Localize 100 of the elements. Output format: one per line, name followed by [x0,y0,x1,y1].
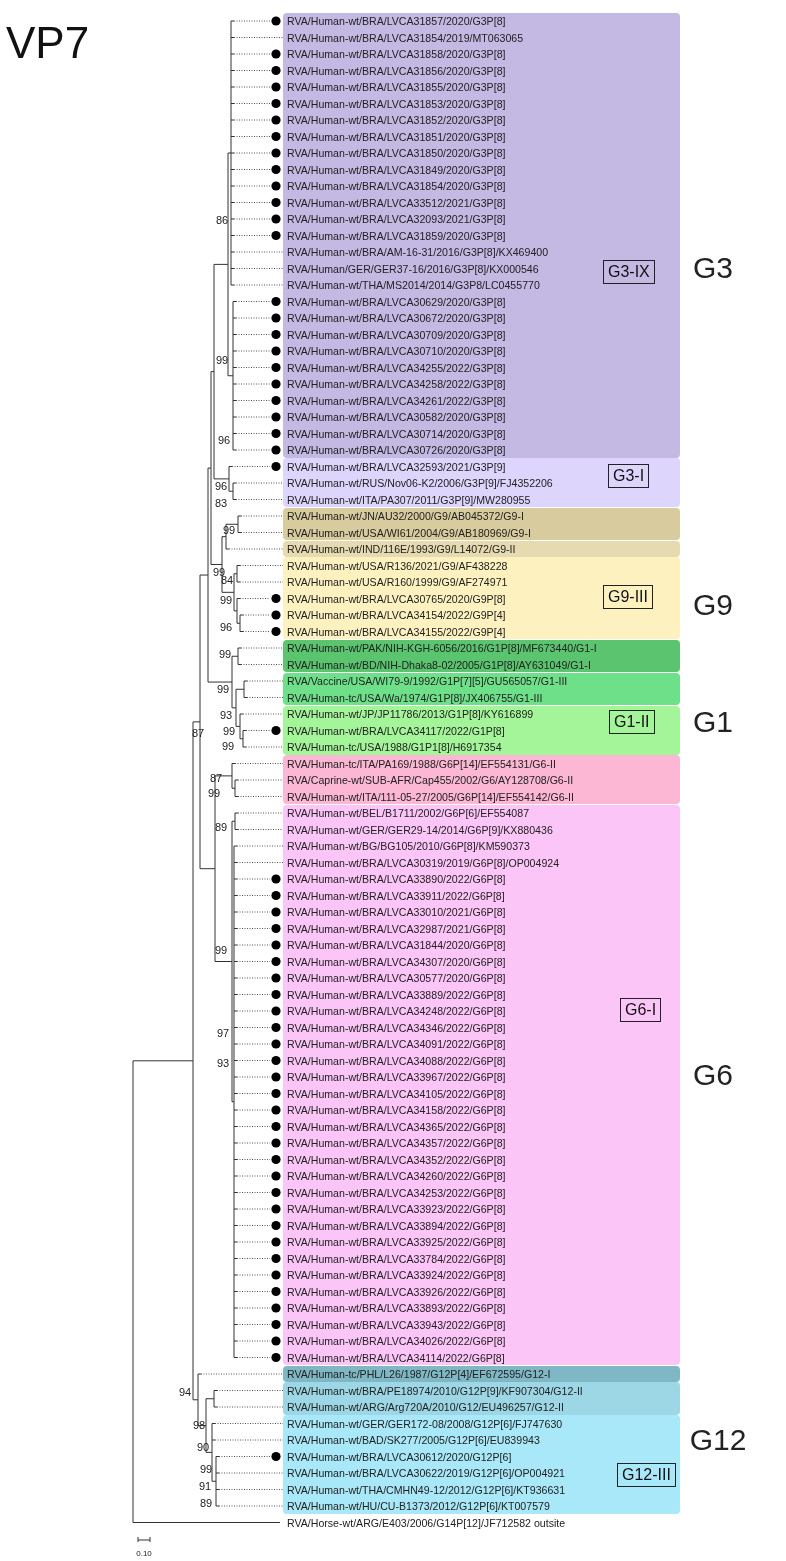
bootstrap-value: 91 [198,1480,212,1492]
taxon-name: RVA/Human-wt/GER/GER29-14/2014/G6P[9]/KX880436 [287,822,553,837]
taxon-name: RVA/Human-wt/BRA/LVCA30710/2020/G3P[8] [287,344,506,358]
taxon-name: RVA/Human-wt/BRA/LVCA33943/2022/G6P[8] [287,1317,506,1332]
clade-band [283,557,680,639]
taxon-name: RVA/Human-tc/PHL/L26/1987/G12P[4]/EF672595/G12-I [287,1367,551,1381]
taxon-name: RVA/Human-wt/BRA/LVCA31844/2020/G6P[8] [287,938,506,952]
taxon-name: RVA/Human-wt/BRA/LVCA33911/2022/G6P[8] [287,888,505,903]
bootstrap-value: 99 [214,944,228,956]
taxon-name: RVA/Human-wt/BRA/LVCA34352/2022/G6P[8] [287,1152,506,1167]
bootstrap-value: 99 [207,787,221,799]
taxon-name: RVA/Human-wt/BRA/LVCA30765/2020/G9P[8] [287,591,506,606]
group-label: G9 [693,588,733,622]
bootstrap-value: 94 [178,1386,192,1398]
taxon-name: RVA/Human-tc/USA/1988/G1P1[8]/H6917354 [287,740,502,754]
lineage-label: G6-I [620,997,662,1022]
bootstrap-value: 99 [215,354,229,366]
taxon-name: RVA/Human-wt/BRA/LVCA30319/2019/G6P[8]/OP004924 [287,855,560,870]
taxon-name: RVA/Human-wt/BRA/LVCA30622/2019/G12P[6]/OP004921 [287,1466,565,1480]
taxon-name: RVA/Human-wt/BRA/LVCA32593/2021/G3P[9] [287,459,506,474]
lineage-label: G12-III [617,1463,676,1487]
taxon-name: RVA/Human/GER/GER37-16/2016/G3P[8]/KX000546 [287,261,539,276]
taxon-name: RVA/Human-wt/BRA/LVCA33926/2022/G6P[8] [287,1284,506,1299]
taxon-name: RVA/Human-wt/IND/116E/1993/G9/L14072/G9-II [287,542,516,556]
taxon-name: RVA/Human-wt/BRA/LVCA34255/2022/G3P[8] [287,360,506,375]
bootstrap-value: 99 [219,594,233,606]
bootstrap-value: 87 [191,727,205,739]
clade-band [283,755,680,804]
taxon-name: RVA/Human-wt/BRA/LVCA34155/2022/G9P[4] [287,624,506,639]
lineage-label: G1-II [609,709,655,734]
taxon-name: RVA/Human-wt/BRA/LVCA31855/2020/G3P[8] [287,80,506,94]
taxon-name: RVA/Human-wt/ARG/Arg720A/2010/G12/EU496257/G12-II [287,1400,564,1414]
taxon-name: RVA/Human-wt/BRA/LVCA30672/2020/G3P[8] [287,311,506,325]
taxon-name: RVA/Human-wt/BRA/LVCA33967/2022/G6P[8] [287,1070,506,1084]
taxon-name: RVA/Human-wt/BRA/LVCA31856/2020/G3P[8] [287,63,506,78]
taxon-name: RVA/Human-wt/ITA/111-05-27/2005/G6P[14]/EF554142/G6-II [287,789,574,804]
bootstrap-value: 83 [214,497,228,509]
lineage-label: G3-IX [603,259,655,284]
taxon-name: RVA/Vaccine/USA/WI79-9/1992/G1P[7][5]/GU565057/G1-III [287,674,568,688]
bootstrap-value: 99 [222,524,236,536]
taxon-name: RVA/Human-wt/BRA/LVCA31853/2020/G3P[8] [287,96,506,111]
taxon-name: RVA/Human-wt/BRA/LVCA30726/2020/G3P[8] [287,443,506,457]
taxon-name: RVA/Human-wt/BRA/LVCA30582/2020/G3P[8] [287,410,506,424]
taxon-name: RVA/Human-wt/BRA/LVCA31852/2020/G3P[8] [287,113,506,127]
taxon-name: RVA/Human-tc/USA/Wa/1974/G1P[8]/JX406755/G1-III [287,690,543,705]
scale-value: 0.10 [136,1548,152,1558]
bootstrap-value: 99 [218,648,232,660]
taxon-name: RVA/Human-wt/BRA/LVCA31859/2020/G3P[8] [287,228,506,243]
clade-band [283,458,680,507]
taxon-name: RVA/Human-wt/BRA/LVCA34260/2022/G6P[8] [287,1169,506,1183]
taxon-name: RVA/Human-wt/BRA/LVCA31854/2019/MT063065 [287,30,524,45]
taxon-name: RVA/Human-wt/BRA/LVCA34365/2022/G6P[8] [287,1119,506,1134]
clade-band [283,507,680,540]
taxon-name: RVA/Human-wt/PAK/NIH-KGH-6056/2016/G1P[8]/MF673440/G1-I [287,641,597,655]
taxon-name: RVA/Human-wt/BRA/LVCA31857/2020/G3P[8] [287,14,506,28]
taxon-name: RVA/Human-wt/BG/BG105/2010/G6P[8]/KM590373 [287,839,530,853]
taxon-name: RVA/Human-wt/USA/R160/1999/G9/AF274971 [287,575,508,589]
bootstrap-value: 96 [219,621,233,633]
taxon-name: RVA/Human-wt/BRA/LVCA31858/2020/G3P[8] [287,47,506,61]
clade-band [283,804,680,1365]
taxon-name: RVA/Human-wt/BRA/AM-16-31/2016/G3P[8]/KX469400 [287,245,549,259]
taxon-name: RVA/Human-wt/BRA/LVCA33894/2022/G6P[8] [287,1218,506,1233]
taxon-name: RVA/Human-wt/THA/MS2014/2014/G3P8/LC0455770 [287,278,540,292]
group-label: G12 [689,1423,747,1457]
lineage-label: G3-I [608,464,650,488]
taxon-name: RVA/Human-wt/BRA/PE18974/2010/G12P[9]/KF907304/G12-II [287,1383,583,1398]
taxon-name: RVA/Human-wt/BRA/LVCA31851/2020/G3P[8] [287,129,506,144]
taxon-name: RVA/Human-wt/USA/R136/2021/G9/AF438228 [287,558,508,573]
clade-band [283,1365,680,1382]
taxon-name: RVA/Human-wt/BRA/LVCA33890/2022/G6P[8] [287,872,506,886]
taxon-name: RVA/Human-wt/BRA/LVCA30612/2020/G12P[6] [287,1449,512,1464]
taxon-name: RVA/Human-wt/BRA/LVCA34091/2022/G6P[8] [287,1037,506,1051]
taxon-name: RVA/Human-wt/BRA/LVCA30577/2020/G6P[8] [287,971,506,985]
clade-band [283,639,680,672]
taxon-name: RVA/Human-wt/BRA/LVCA34346/2022/G6P[8] [287,1020,506,1035]
taxon-name: RVA/Human-wt/BRA/LVCA33512/2021/G3P[8] [287,195,506,210]
bootstrap-value: 89 [214,821,228,833]
taxon-name: RVA/Human-wt/HU/CU-B1373/2012/G12P[6]/KT007579 [287,1499,550,1513]
clade-band [283,1382,680,1415]
clade-band [283,1415,680,1514]
bootstrap-value: 98 [192,1419,206,1431]
taxon-name: RVA/Human-wt/THA/CMHN49-12/2012/G12P[6]/KT936631 [287,1482,566,1497]
taxon-name: RVA/Human-wt/BRA/LVCA33784/2022/G6P[8] [287,1251,506,1266]
bootstrap-value: 97 [216,1027,230,1039]
bootstrap-value: 99 [221,740,235,752]
taxon-name: RVA/Human-wt/RUS/Nov06-K2/2006/G3P[9]/FJ4352206 [287,476,553,490]
taxon-name: RVA/Human-wt/BRA/LVCA32987/2021/G6P[8] [287,921,506,936]
taxon-name: RVA/Human-wt/ITA/PA307/2011/G3P[9]/MW280955 [287,492,531,507]
taxon-name: RVA/Human-wt/USA/WI61/2004/G9/AB180969/G9-I [287,525,531,540]
taxon-name: RVA/Human-wt/BRA/LVCA33924/2022/G6P[8] [287,1268,506,1282]
bootstrap-value: 93 [219,709,233,721]
taxon-name: RVA/Human-wt/BRA/LVCA34307/2020/G6P[8] [287,954,506,969]
taxon-name: RVA/Human-wt/BRA/LVCA34253/2022/G6P[8] [287,1185,506,1200]
bootstrap-value: 89 [199,1497,213,1509]
taxon-name: RVA/Human-wt/BRA/LVCA34105/2022/G6P[8] [287,1086,506,1101]
bootstrap-value: 96 [214,480,228,492]
taxon-name: RVA/Human-wt/BRA/LVCA33923/2022/G6P[8] [287,1202,506,1216]
taxon-name: RVA/Human-wt/BRA/LVCA34114/2022/G6P[8] [287,1350,505,1365]
bootstrap-value: 96 [217,434,231,446]
taxon-name: RVA/Human-wt/BRA/LVCA34357/2022/G6P[8] [287,1136,506,1150]
